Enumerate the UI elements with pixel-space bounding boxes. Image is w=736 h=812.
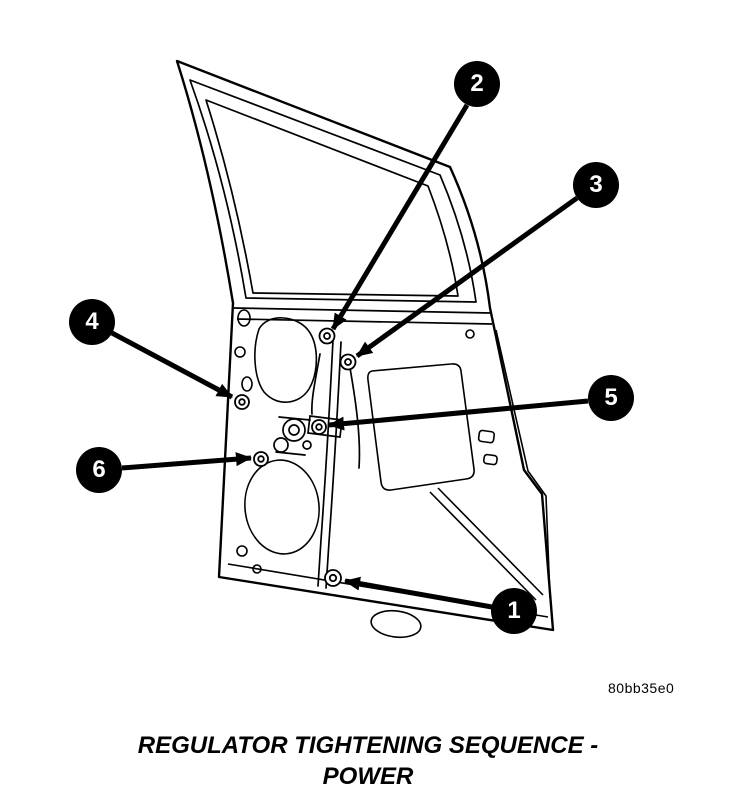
bolt-3	[339, 353, 357, 371]
door-inner-panel	[227, 309, 551, 639]
callout-4-label: 4	[85, 308, 99, 335]
callout-3-label: 3	[589, 171, 603, 198]
figure-caption: REGULATOR TIGHTENING SEQUENCE - POWER	[0, 730, 736, 792]
window-frame	[189, 79, 493, 325]
bolt-1	[324, 569, 342, 587]
bolt-4	[234, 394, 250, 410]
arrow-3	[355, 195, 579, 359]
figure-code: 80bb35e0	[608, 680, 675, 696]
bolt-6	[253, 451, 269, 467]
window-regulator	[273, 339, 361, 589]
callout-1-label: 1	[507, 597, 521, 624]
arrow-4	[110, 330, 234, 400]
callout-2-label: 2	[470, 70, 484, 97]
callout-6-label: 6	[92, 456, 106, 483]
arrow-2	[330, 103, 470, 331]
callout-3: 3	[573, 162, 619, 208]
callout-4: 4	[69, 299, 115, 345]
callout-1: 1	[491, 588, 537, 634]
arrow-5	[328, 398, 589, 431]
figure-caption-line2: POWER	[322, 763, 414, 790]
callout-6: 6	[76, 447, 122, 493]
callout-5: 5	[588, 375, 634, 421]
arrow-1	[344, 576, 493, 610]
figure-caption-line1: REGULATOR TIGHTENING SEQUENCE -	[137, 732, 599, 759]
arrow-6	[121, 452, 252, 471]
bolt-5	[311, 419, 327, 435]
regulator-bolts	[234, 327, 357, 587]
callout-arrows	[110, 103, 589, 610]
callout-2: 2	[454, 61, 500, 107]
bolt-2	[318, 327, 336, 345]
door-outline	[175, 59, 555, 632]
callout-5-label: 5	[604, 384, 618, 411]
